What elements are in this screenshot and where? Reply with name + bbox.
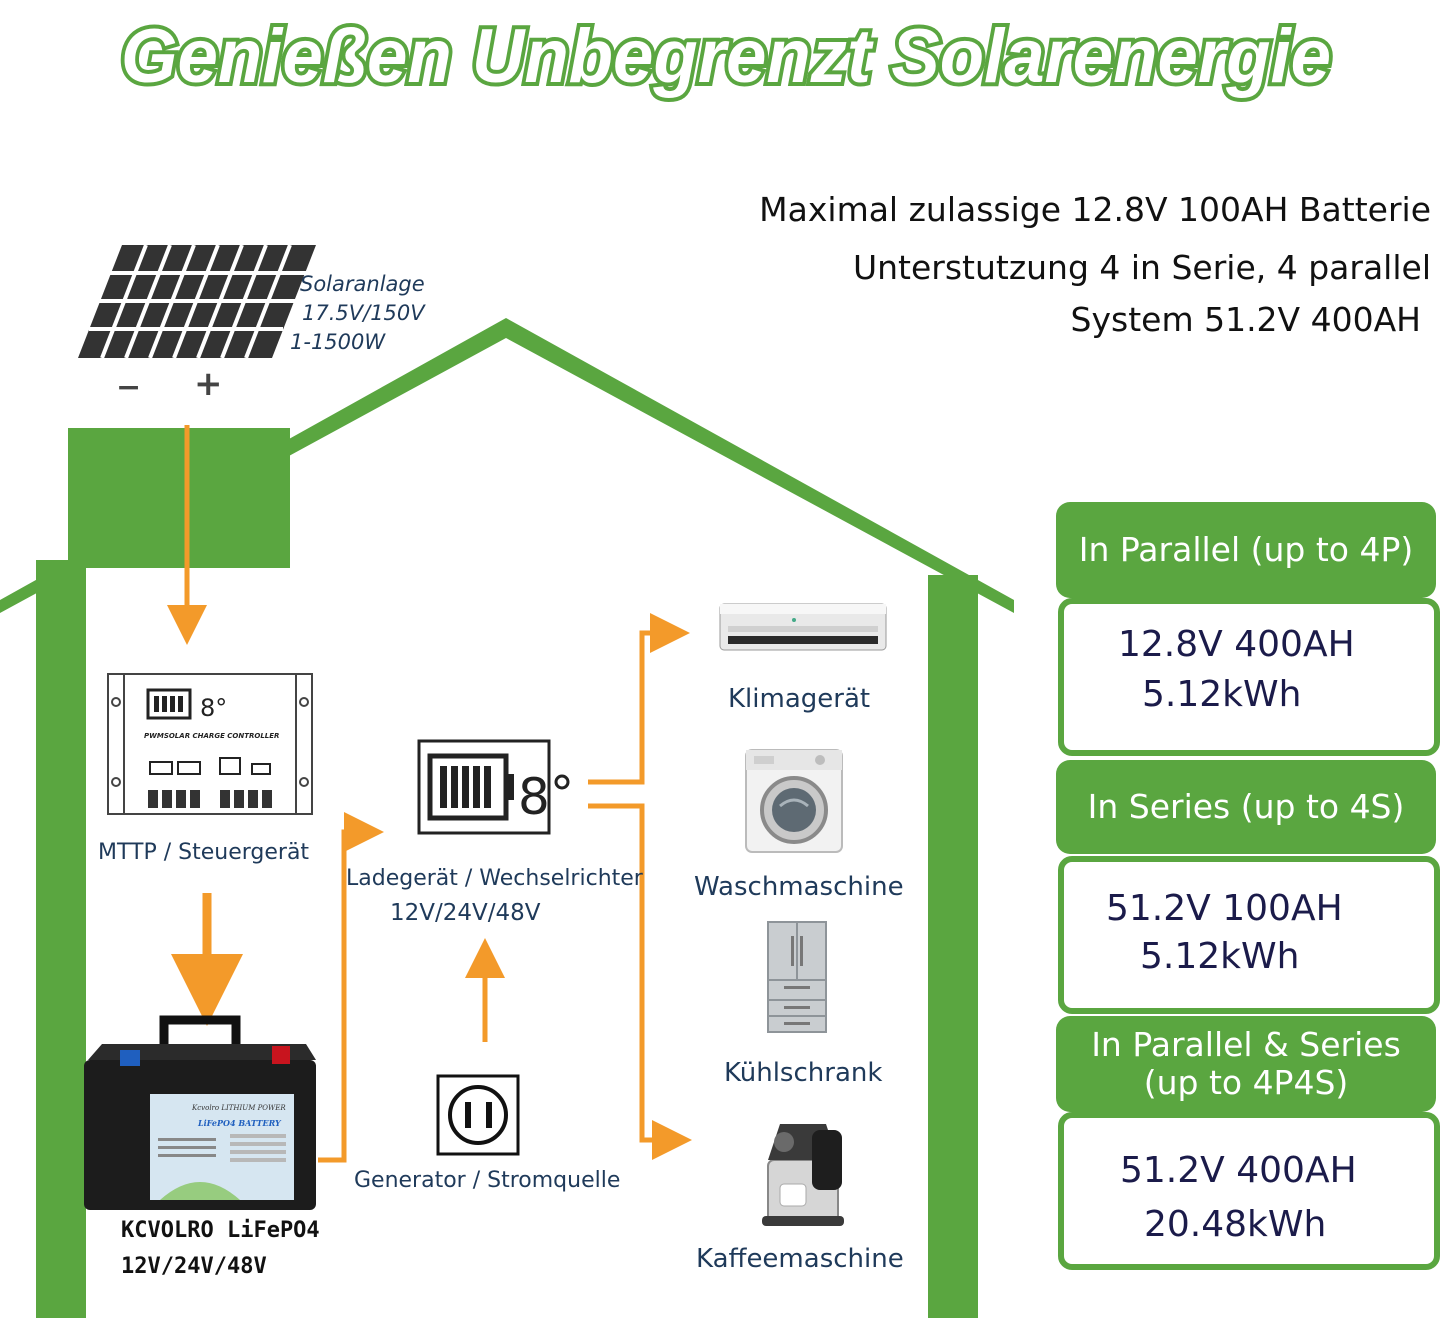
appliance-fridge-label: Kühlschrank xyxy=(724,1058,883,1088)
refrigerator-icon xyxy=(767,921,827,1033)
solar-voltage: 17.5V/150V xyxy=(302,301,425,325)
controller-label: MTTP / Steuergerät xyxy=(98,840,310,865)
arrow-inverter-coffee xyxy=(588,803,692,1160)
power-outlet-icon xyxy=(436,1074,520,1156)
config-parallel-series-spec: 51.2V 400AH xyxy=(1120,1150,1357,1191)
house-chimney xyxy=(68,428,290,568)
coffee-machine-icon xyxy=(762,1124,844,1226)
config-parallel-energy: 5.12kWh xyxy=(1142,674,1302,715)
inverter-label: Ladegerät / Wechselrichter xyxy=(346,866,643,891)
config-parallel-spec: 12.8V 400AH xyxy=(1118,624,1355,665)
svg-text:8°: 8° xyxy=(200,694,227,722)
config-series-header: In Series (up to 4S) xyxy=(1056,760,1436,854)
battery-sticker-type: LiFePO4 BATTERY xyxy=(197,1118,282,1128)
arrow-inverter-ac xyxy=(588,613,690,785)
config-series-body: 51.2V 100AH 5.12kWh xyxy=(1058,856,1440,1014)
battery-voltages: 12V/24V/48V xyxy=(121,1254,267,1279)
inverter-voltages: 12V/24V/48V xyxy=(390,900,541,926)
house-left-wall xyxy=(36,560,86,1318)
solar-plus: + xyxy=(194,364,223,404)
config-parallel-series-title: In Parallel & Series xyxy=(1091,1025,1401,1065)
arrow-battery-inverter xyxy=(318,812,384,1163)
inverter-icon: 8 xyxy=(417,739,570,835)
air-conditioner-icon xyxy=(719,603,887,651)
battery-sticker-brand: Kcvolro LITHIUM POWER xyxy=(191,1104,286,1112)
page-title: Genießen Unbegrenzt Solarenergie xyxy=(117,10,1335,103)
charge-controller-icon: 8° PWMSOLAR CHARGE CONTROLLER xyxy=(107,673,313,815)
config-parallel-series-header: In Parallel & Series (up to 4P4S) xyxy=(1056,1016,1436,1112)
config-parallel-series-body: 51.2V 400AH 20.48kWh xyxy=(1058,1112,1440,1270)
battery-brand: KCVOLRO LiFePO4 xyxy=(121,1218,320,1243)
washing-machine-icon xyxy=(745,749,843,853)
config-series-energy: 5.12kWh xyxy=(1140,936,1300,977)
house-right-wall xyxy=(928,575,978,1318)
appliance-ac-label: Klimagerät xyxy=(728,684,871,714)
solar-power: 1-1500W xyxy=(290,330,386,354)
config-parallel-series-subtitle: (up to 4P4S) xyxy=(1143,1063,1349,1102)
svg-text:8: 8 xyxy=(518,768,550,826)
spec-max-battery: Maximal zulassige 12.8V 100AH Batterie xyxy=(759,190,1431,229)
appliance-coffee-label: Kaffeemaschine xyxy=(696,1244,904,1274)
page-title-text: Genießen Unbegrenzt Solarenergie xyxy=(121,14,1331,99)
config-series-spec: 51.2V 100AH xyxy=(1106,888,1343,929)
controller-panel-text: PWMSOLAR CHARGE CONTROLLER xyxy=(144,732,279,740)
appliance-washer-label: Waschmaschine xyxy=(694,872,904,902)
config-parallel-header: In Parallel (up to 4P) xyxy=(1056,502,1436,598)
spec-series-parallel: Unterstutzung 4 in Serie, 4 parallel xyxy=(852,248,1431,287)
battery-icon: Kcvolro LITHIUM POWER LiFePO4 BATTERY xyxy=(84,1015,316,1210)
config-parallel-series-energy: 20.48kWh xyxy=(1144,1204,1327,1245)
solar-minus: − xyxy=(116,370,142,405)
config-series-title: In Series (up to 4S) xyxy=(1087,787,1405,827)
config-parallel-body: 12.8V 400AH 5.12kWh xyxy=(1058,598,1440,756)
spec-system: System 51.2V 400AH xyxy=(1070,300,1421,339)
solar-name: Solaranlage xyxy=(300,272,425,296)
solar-panel-icon xyxy=(78,244,316,359)
generator-label: Generator / Stromquelle xyxy=(354,1168,621,1193)
config-parallel-title: In Parallel (up to 4P) xyxy=(1078,530,1414,570)
